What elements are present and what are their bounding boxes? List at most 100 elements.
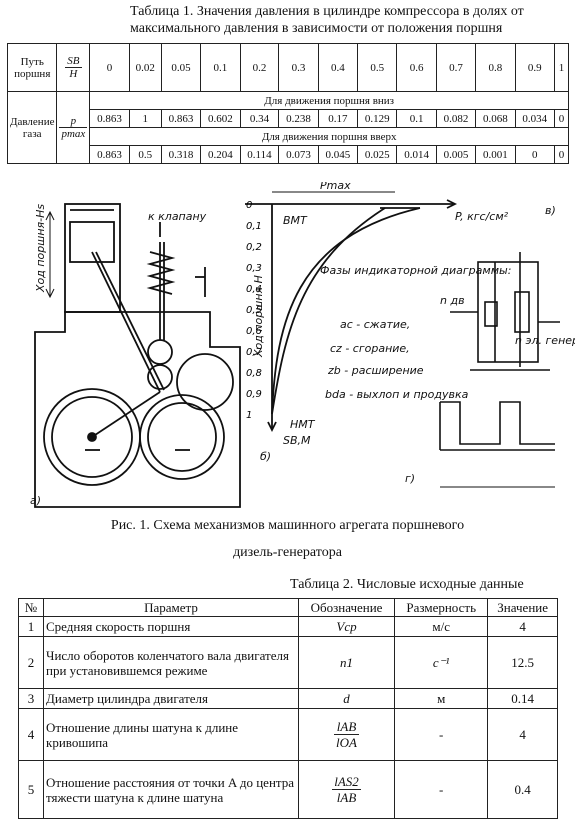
h-tick-label: 0,7 <box>246 347 263 358</box>
pos-cell: 0.3 <box>278 43 319 92</box>
row-unit: - <box>394 708 489 761</box>
pos-cell: 0.7 <box>435 43 477 92</box>
row-symbol: Vср <box>297 616 396 637</box>
up-cell: 0.114 <box>239 145 280 164</box>
pos-cell: 0.6 <box>396 43 437 92</box>
pos-cell: 1 <box>553 43 570 92</box>
label-phases-title: Фазы индикаторной диаграммы: <box>320 264 511 277</box>
pressure-label: Давление газа <box>6 91 58 164</box>
path-label: Путь поршня <box>6 43 58 92</box>
sym-den: lAB <box>336 790 357 805</box>
figure-caption-line1: Рис. 1. Схема механизмов машинного агрег… <box>110 518 465 533</box>
row-param: Отношение длины шатуна к длине кривошипа <box>43 708 299 761</box>
row-symbol: d <box>297 688 396 709</box>
down-cell: 0.34 <box>239 109 280 128</box>
row-no: 3 <box>18 688 44 709</box>
down-cell: 0 <box>553 109 570 128</box>
table2-caption: Таблица 2. Числовые исходные данные <box>290 577 524 592</box>
down-cell: 0.863 <box>89 109 130 128</box>
header-param: Параметр <box>43 598 299 617</box>
down-cell: 0.238 <box>278 109 319 128</box>
row-param: Число оборотов коленчатого вала двигател… <box>43 636 299 689</box>
up-cell: 0.001 <box>475 145 516 164</box>
cam-profile <box>439 401 555 450</box>
pos-cell: 0.4 <box>317 43 359 92</box>
down-cell: 0.129 <box>357 109 398 128</box>
h-tick-label: 1 <box>246 410 252 421</box>
row-unit: м/с <box>394 616 489 637</box>
expansion-curve <box>271 207 421 415</box>
row-param: Средняя скорость поршня <box>43 616 299 637</box>
label-stroke: Ход поршня-Hs <box>34 204 47 293</box>
row-unit: м <box>394 688 489 709</box>
down-cell: 0.034 <box>514 109 555 128</box>
h-tick-label: 0,8 <box>246 368 262 379</box>
gear-z2 <box>139 394 225 480</box>
up-cell: 0.863 <box>89 145 130 164</box>
row-value: 4 <box>487 708 558 761</box>
label-axis-p: P, кгс/см² <box>455 210 509 223</box>
sym-den: lOA <box>336 735 357 750</box>
connecting-rod <box>91 251 161 393</box>
label-phase1: ac - сжатие, <box>340 318 410 331</box>
label-phase2: cz - сгорание, <box>330 342 410 355</box>
input-data-table: № Параметр Обозначение Размерность Значе… <box>18 598 558 819</box>
sb-num: SB <box>65 55 82 68</box>
label-bmt: ВМТ <box>283 214 308 227</box>
pos-cell: 0.9 <box>514 43 555 92</box>
h-tick-label: 0 <box>246 200 252 211</box>
label-axis-h: Ход поршня H <box>252 275 265 358</box>
down-cell: 0.17 <box>317 109 359 128</box>
up-label: Для движения поршня вверх <box>89 127 569 146</box>
label-pmax: Pmax <box>320 182 351 192</box>
header-value: Значение <box>487 598 558 617</box>
down-cell: 1 <box>128 109 162 128</box>
row-value: 4 <box>487 616 558 637</box>
row-symbol: n1 <box>297 636 396 689</box>
piston <box>69 221 115 263</box>
figure-caption-line2: дизель-генератора <box>233 545 342 560</box>
figure-caption: Рис. 1. Схема механизмов машинного агрег… <box>0 517 575 561</box>
cam-gear-z3 <box>176 353 234 411</box>
down-cell: 0.602 <box>200 109 241 128</box>
h-tick-label: 0,5 <box>246 305 262 316</box>
label-sbm: SB,M <box>283 434 311 447</box>
up-cell: 0 <box>514 145 555 164</box>
h-axis-ticks: 00,10,20,30,40,50,60,70,80,91 <box>246 200 263 421</box>
h-tick-label: 0,9 <box>246 389 262 400</box>
label-part-b: б) <box>260 450 271 463</box>
h-tick-label: 0,6 <box>246 326 262 337</box>
row-value: 0.14 <box>487 688 558 709</box>
down-cell: 0.068 <box>475 109 516 128</box>
sym-num: lAB <box>334 719 359 735</box>
label-part-a: а) <box>30 494 41 507</box>
table1-caption-line2: максимального давления в зависимости от … <box>130 21 503 36</box>
header-symbol: Обозначение <box>297 598 396 617</box>
compression-curve <box>271 207 386 415</box>
row-unit: с⁻¹ <box>394 636 489 689</box>
table1-caption-line1: Таблица 1. Значения давления в цилиндре … <box>130 4 524 19</box>
row-value: 0.4 <box>487 760 558 819</box>
up-cell: 0.025 <box>357 145 398 164</box>
label-ngen: n эл. генер <box>515 334 575 347</box>
h-tick-label: 0,4 <box>246 284 262 295</box>
pos-cell: 0.02 <box>128 43 162 92</box>
label-to-valve: к клапану <box>148 210 207 223</box>
crank <box>91 391 161 438</box>
h-tick-label: 0,1 <box>246 221 262 232</box>
label-phase4: bda - выхлоп и продувка <box>325 388 469 401</box>
up-cell: 0.318 <box>160 145 202 164</box>
housing-outline <box>34 311 241 508</box>
row-no: 4 <box>18 708 44 761</box>
mechanism-figure: к клапану ВМТ НМТ Pmax P, кгс/см² SB,M Ф… <box>30 182 575 508</box>
sym-num: lAS2 <box>332 774 361 790</box>
up-cell: 0.073 <box>278 145 319 164</box>
label-ndv: n дв <box>440 294 465 307</box>
label-nmt: НМТ <box>290 418 316 431</box>
h-tick-label: 0,2 <box>246 242 262 253</box>
